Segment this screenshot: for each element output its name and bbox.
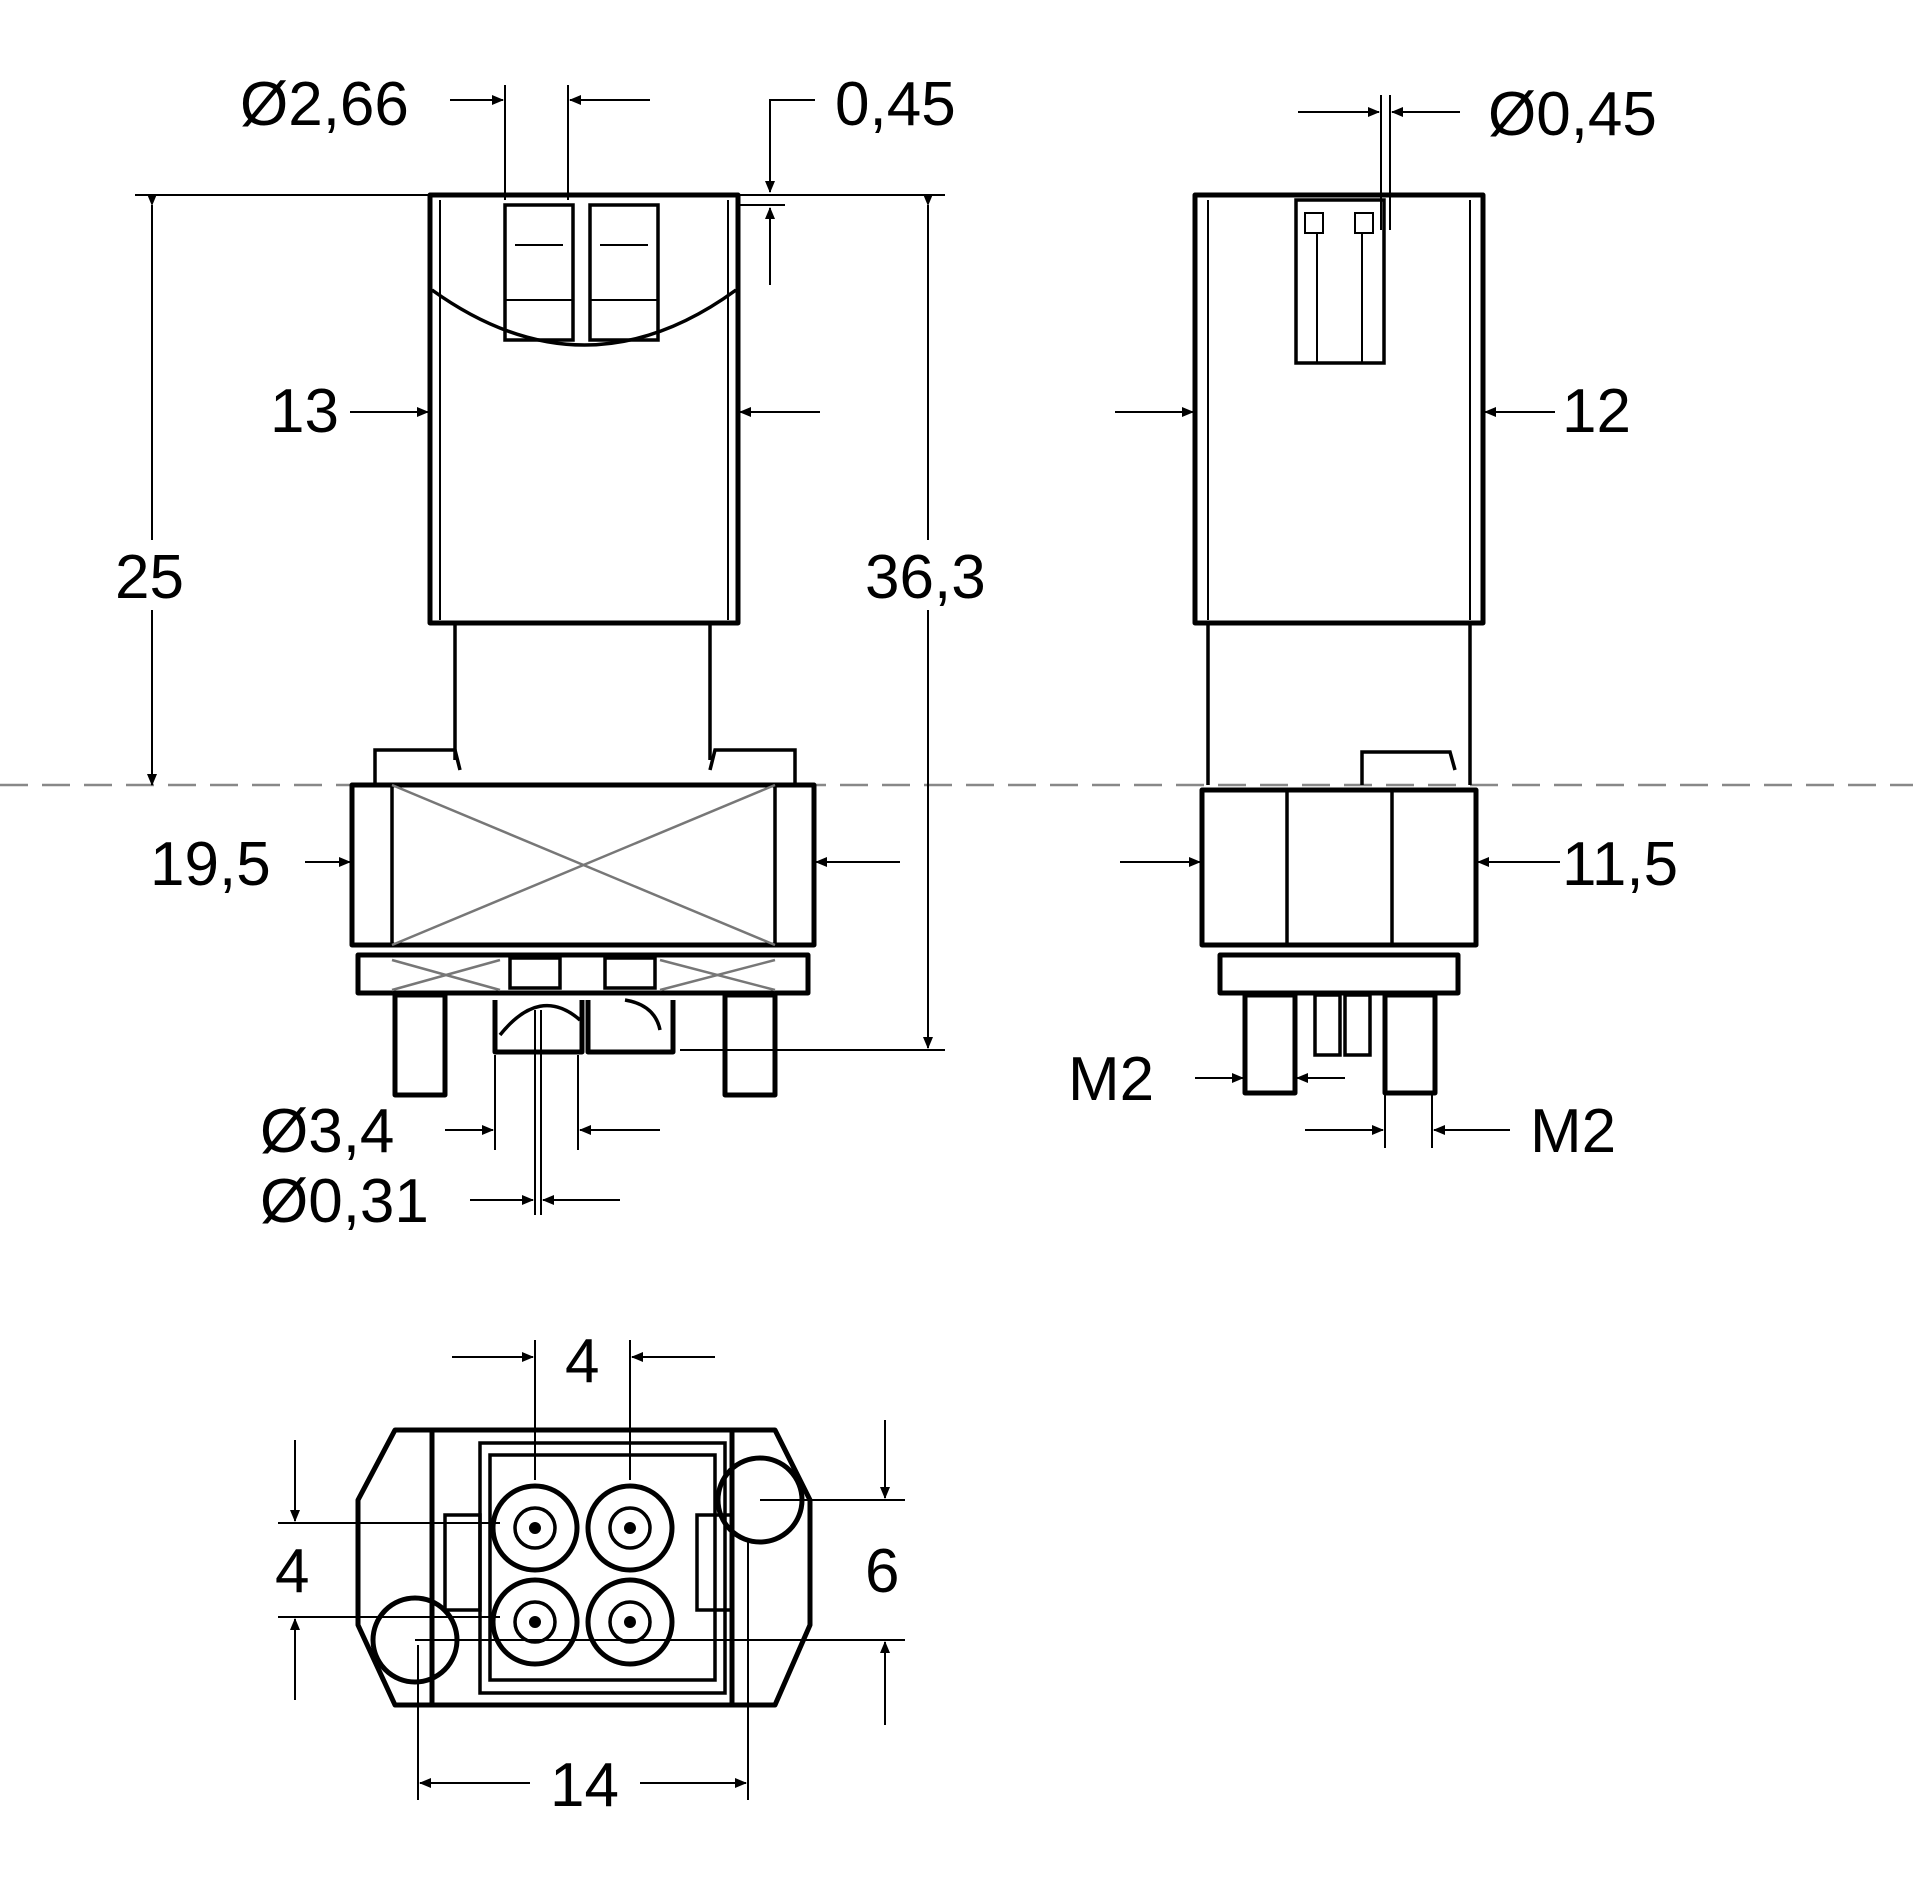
label-socket-dia: Ø3,4 bbox=[260, 1097, 394, 1166]
label-hole-spacing-v: 6 bbox=[865, 1537, 899, 1606]
label-m2-left: M2 bbox=[1068, 1045, 1154, 1114]
label-height-25: 25 bbox=[115, 543, 184, 612]
side-housing bbox=[1192, 192, 1486, 626]
screw-right bbox=[722, 992, 778, 1098]
label-pitch-h: 4 bbox=[565, 1327, 599, 1396]
side-flange bbox=[1199, 787, 1479, 948]
side-view bbox=[1192, 192, 1486, 1096]
label-side-pin-dia: Ø0,45 bbox=[1488, 80, 1657, 149]
label-contact-dia: Ø0,31 bbox=[260, 1167, 429, 1236]
front-flange bbox=[349, 782, 817, 948]
label-height-36: 36,3 bbox=[865, 543, 986, 612]
front-view bbox=[349, 192, 817, 1215]
contact-grid bbox=[490, 1483, 675, 1667]
label-top-offset: 0,45 bbox=[835, 70, 956, 139]
label-hole-spacing-h: 14 bbox=[550, 1751, 619, 1820]
label-pitch-v: 4 bbox=[275, 1537, 309, 1606]
label-flange-11-5: 11,5 bbox=[1562, 830, 1678, 899]
dimension-lines bbox=[135, 85, 1560, 1800]
label-width-12: 12 bbox=[1562, 377, 1631, 446]
label-pin-dia: Ø2,66 bbox=[240, 70, 409, 139]
screw-left bbox=[392, 992, 448, 1098]
label-width-13: 13 bbox=[270, 377, 339, 446]
face-view bbox=[355, 1427, 813, 1708]
face-outline bbox=[355, 1427, 813, 1708]
dimension-labels: Ø2,66 0,45 Ø0,45 13 12 25 36,3 19,5 11,5… bbox=[115, 70, 1678, 1820]
front-housing bbox=[427, 192, 741, 626]
label-flange-19-5: 19,5 bbox=[150, 830, 271, 899]
label-m2-right: M2 bbox=[1530, 1097, 1616, 1166]
